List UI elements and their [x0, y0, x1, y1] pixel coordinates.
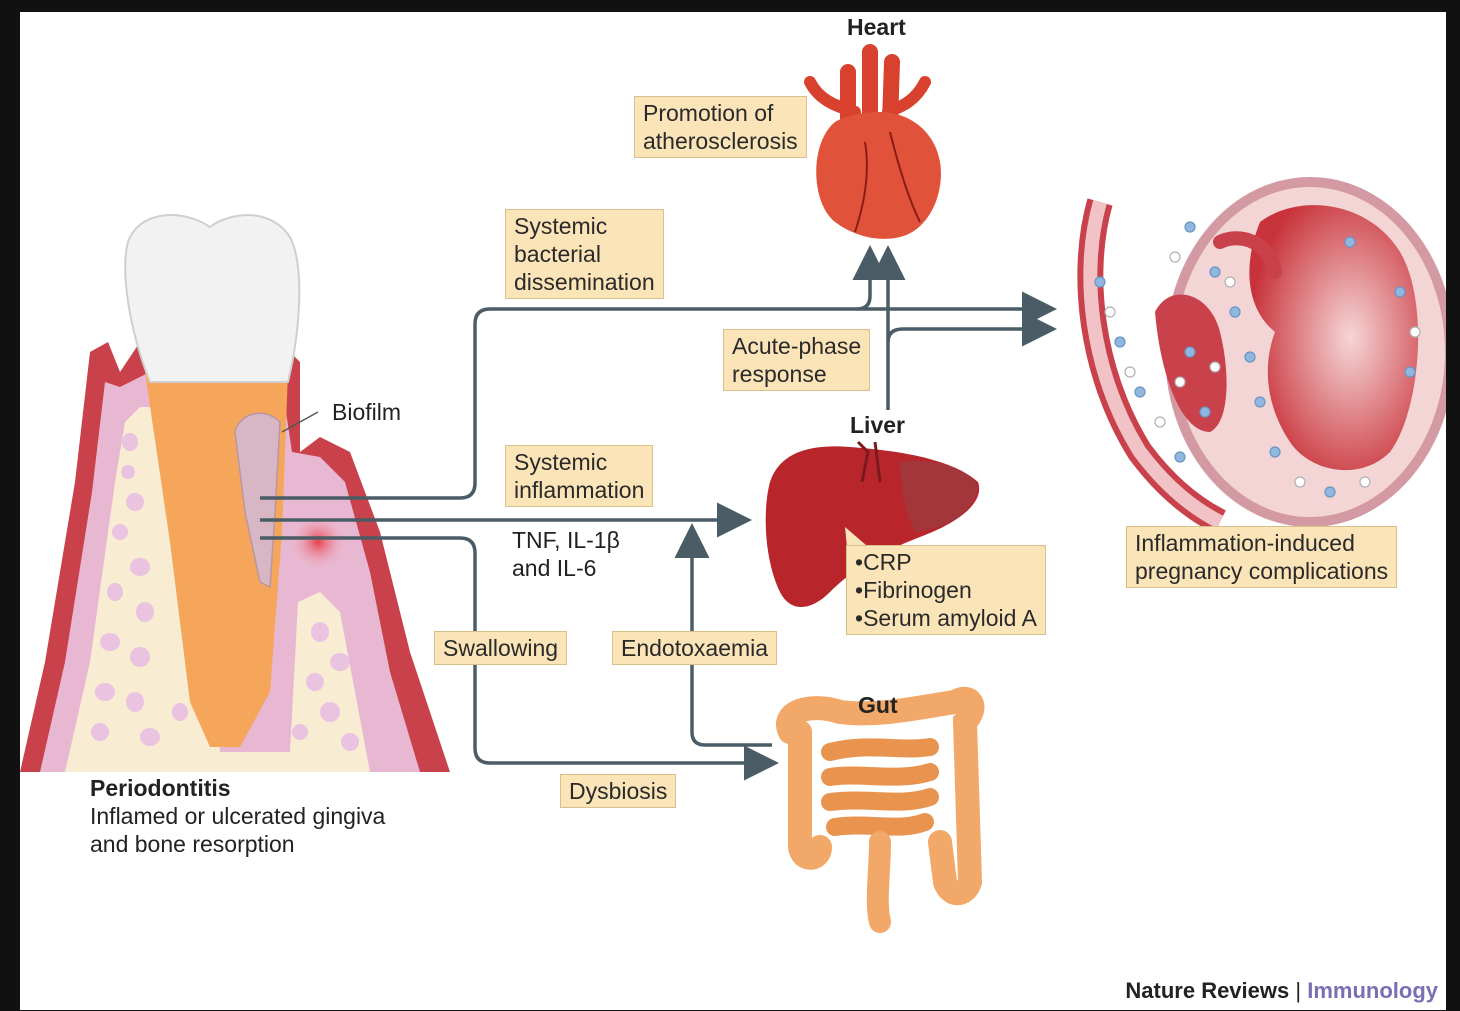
cytokines-label: TNF, IL-1β and IL-6: [512, 526, 620, 582]
credit-separator: |: [1295, 978, 1301, 1003]
fetus-illustration: [1090, 182, 1446, 522]
pregnancy-box: Inflammation-induced pregnancy complicat…: [1126, 526, 1397, 588]
periodontitis-title: Periodontitis: [90, 774, 385, 802]
acute-phase-line-1: Acute-phase: [732, 332, 861, 360]
swallowing-box: Swallowing: [434, 631, 567, 665]
inflammation-line-2: inflammation: [514, 476, 644, 504]
dissemination-box: Systemic bacterial dissemination: [505, 209, 664, 299]
liver-products-list: CRP Fibrinogen Serum amyloid A: [855, 548, 1037, 632]
diagram-artwork: [20, 12, 1446, 1010]
heart-title: Heart: [847, 14, 906, 41]
pregnancy-line-2: pregnancy complications: [1135, 557, 1388, 585]
periodontitis-line-1: Inflamed or ulcerated gingiva: [90, 802, 385, 830]
liver-title: Liver: [850, 412, 905, 439]
acute-phase-line-2: response: [732, 360, 861, 388]
liver-products-box: CRP Fibrinogen Serum amyloid A: [846, 545, 1046, 635]
heart-illustration: [810, 52, 941, 239]
dissemination-line-2: bacterial: [514, 240, 655, 268]
cytokines-line-2: and IL-6: [512, 554, 620, 582]
gut-illustration: [788, 699, 972, 922]
list-item: CRP: [855, 548, 1037, 576]
periodontitis-line-2: and bone resorption: [90, 830, 385, 858]
atherosclerosis-line-2: atherosclerosis: [643, 127, 798, 155]
dissemination-line-3: dissemination: [514, 268, 655, 296]
journal-name: Nature Reviews: [1125, 978, 1289, 1003]
tooth-illustration: [20, 215, 450, 772]
biofilm-label: Biofilm: [332, 398, 401, 426]
pregnancy-line-1: Inflammation-induced: [1135, 529, 1388, 557]
list-item: Fibrinogen: [855, 576, 1037, 604]
acute-phase-box: Acute-phase response: [723, 329, 870, 391]
journal-credit: Nature Reviews | Immunology: [1125, 978, 1438, 1004]
cytokines-line-1: TNF, IL-1β: [512, 526, 620, 554]
inflammation-box: Systemic inflammation: [505, 445, 653, 507]
dissemination-line-1: Systemic: [514, 212, 655, 240]
periodontitis-caption: Periodontitis Inflamed or ulcerated ging…: [90, 774, 385, 858]
atherosclerosis-box: Promotion of atherosclerosis: [634, 96, 807, 158]
gut-title: Gut: [858, 692, 898, 719]
dysbiosis-box: Dysbiosis: [560, 774, 676, 808]
endotoxaemia-box: Endotoxaemia: [612, 631, 777, 665]
diagram-canvas: Heart Liver Gut Biofilm TNF, IL-1β and I…: [20, 12, 1446, 1010]
atherosclerosis-line-1: Promotion of: [643, 99, 798, 127]
journal-section: Immunology: [1307, 978, 1438, 1003]
list-item: Serum amyloid A: [855, 604, 1037, 632]
inflammation-line-1: Systemic: [514, 448, 644, 476]
